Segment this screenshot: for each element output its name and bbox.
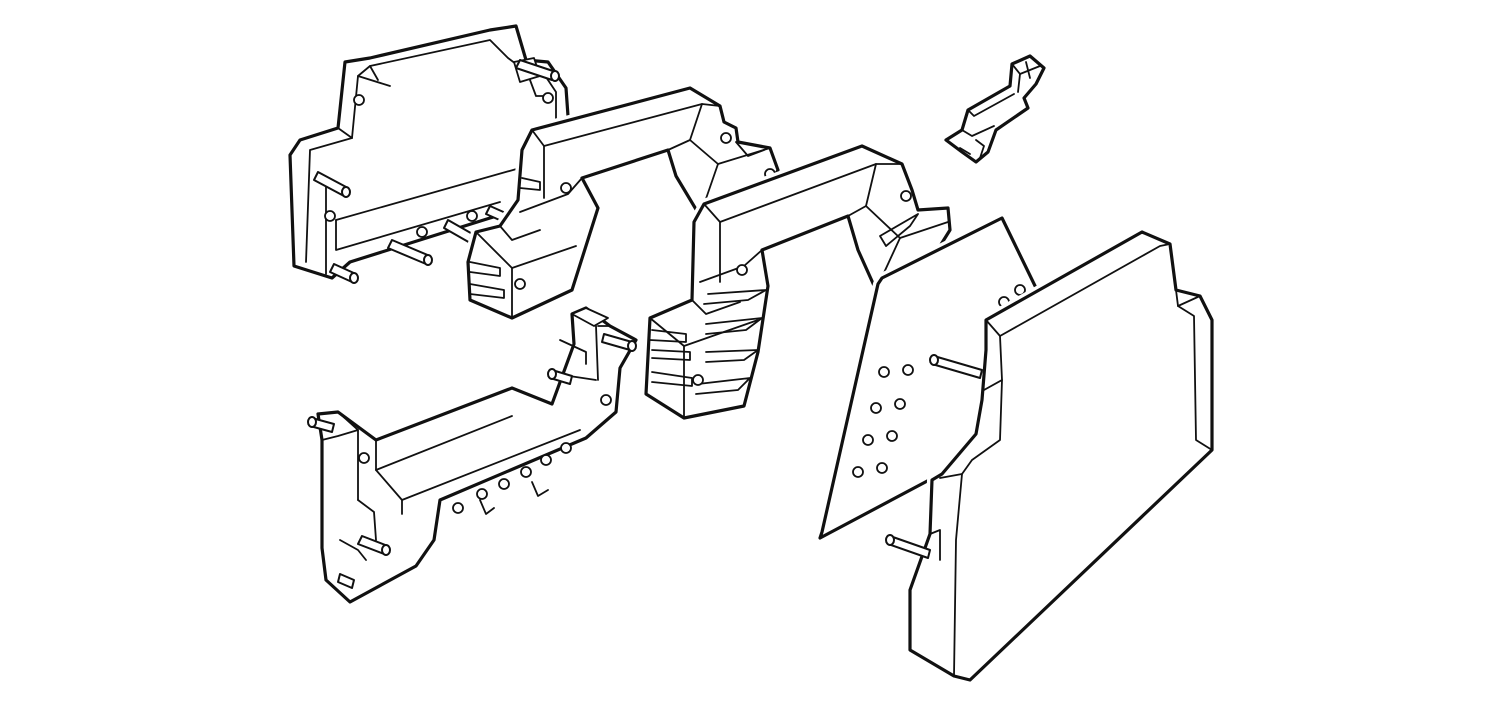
spring-clip-contact: [941, 51, 1049, 167]
side-cover-plate: [885, 227, 1217, 685]
first-bridge-bracket: [463, 83, 783, 323]
perforated-partition-plate: [815, 213, 1043, 543]
second-bridge-bracket: [641, 141, 955, 423]
side-pin-bracket: [307, 303, 641, 607]
